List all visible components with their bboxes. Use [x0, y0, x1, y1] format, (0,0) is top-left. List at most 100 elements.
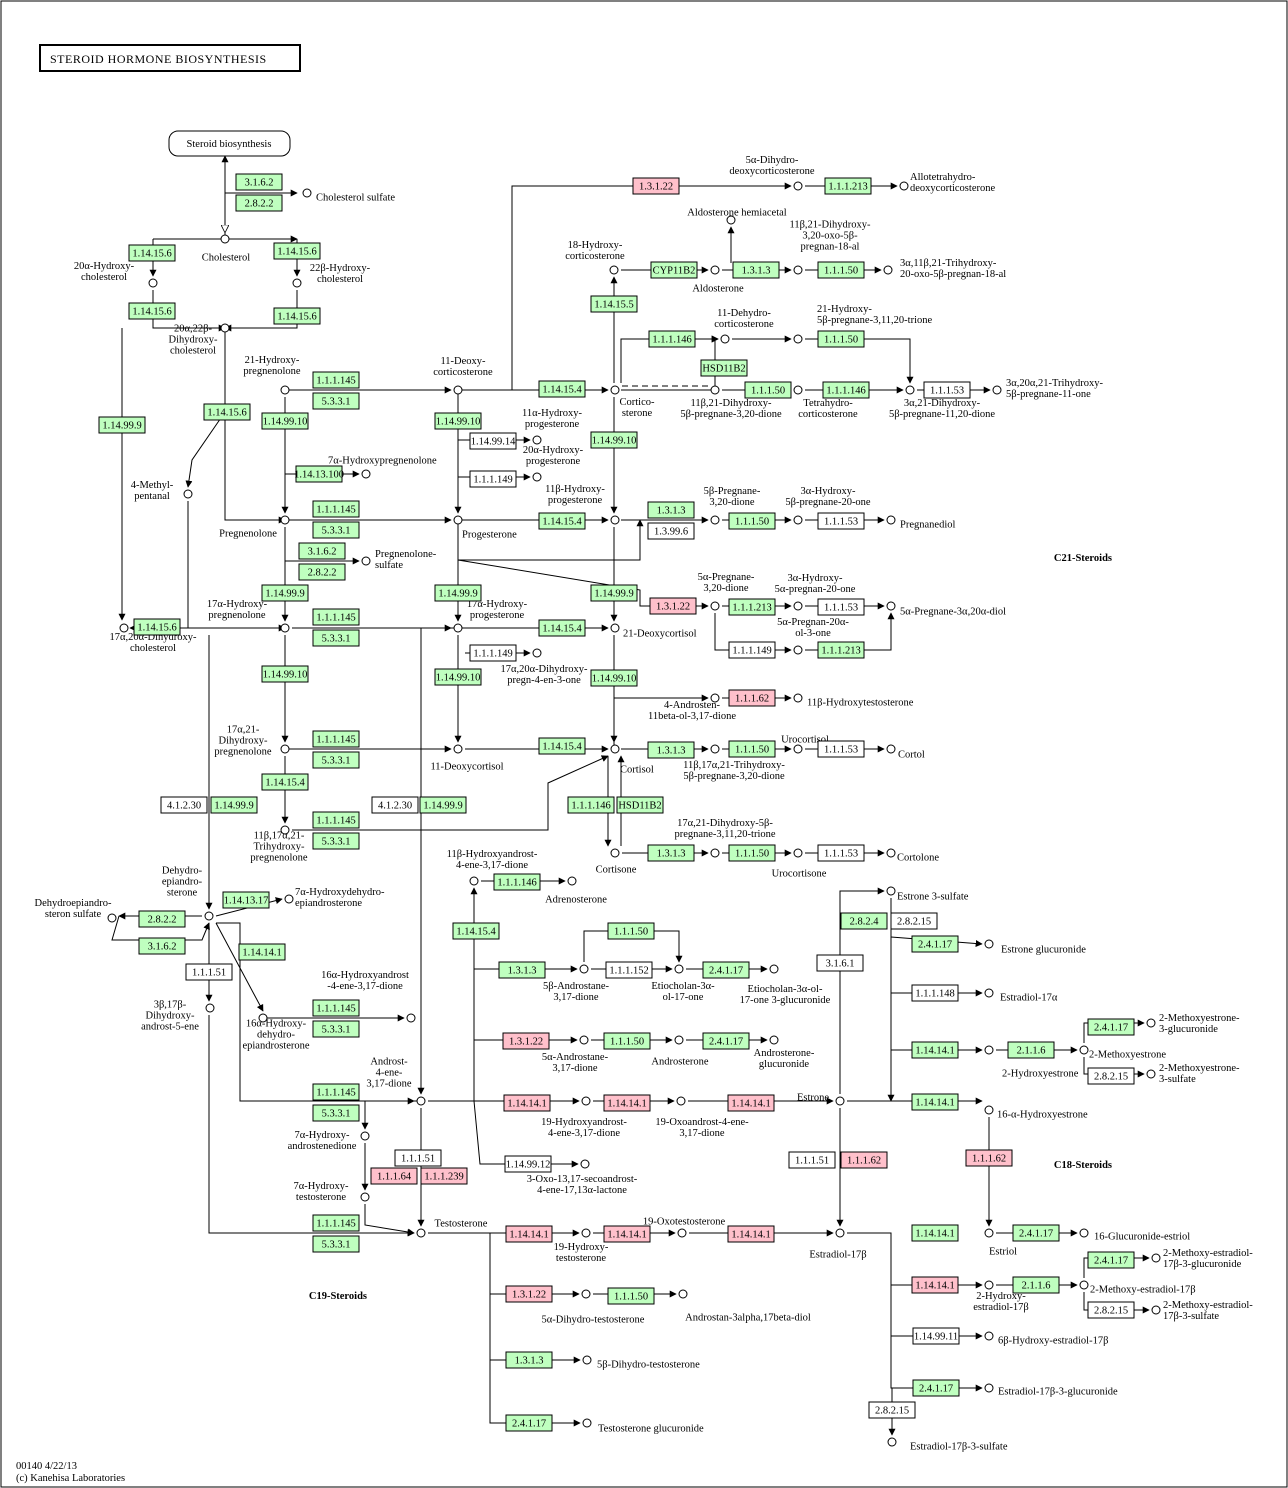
compound-3-hydroxy-5-pregnane-20-one[interactable]: 3α-Hydroxy-5β-pregnane-20-one [785, 486, 871, 525]
enzyme-box[interactable] [235, 194, 283, 212]
compound-16-glucuronide-estriol[interactable]: 16-Glucuronide-estriol [1079, 1228, 1190, 1243]
enzyme-box[interactable] [788, 1151, 836, 1169]
compound-node[interactable] [793, 744, 803, 754]
compound-etiocholan-3-ol-17-one-3-glucuronide[interactable]: Etiocholan-3α-ol-17-one 3-glucuronide [740, 964, 831, 1006]
enzyme-box[interactable] [312, 392, 360, 410]
enzyme-box[interactable] [273, 307, 321, 325]
compound-node[interactable] [710, 693, 720, 703]
enzyme-box[interactable] [912, 1379, 960, 1397]
enzyme-box[interactable] [505, 1225, 553, 1243]
compound-2-methoxy-estradiol-17-3-glucuronide[interactable]: 2-Methoxy-estradiol-17β-3-glucuronide [1151, 1248, 1253, 1270]
enzyme-2-8-2-15[interactable]: 2.8.2.15 [1087, 1067, 1135, 1085]
enzyme-box[interactable] [728, 512, 776, 530]
compound-node[interactable] [581, 1228, 591, 1238]
enzyme-1-14-14-1[interactable]: 1.14.14.1 [911, 1224, 959, 1242]
enzyme-box[interactable] [732, 261, 780, 279]
compound-node[interactable] [984, 1331, 994, 1341]
enzyme-1-1-1-64[interactable]: 1.1.1.64 [370, 1167, 418, 1185]
enzyme-box[interactable] [890, 912, 938, 930]
enzyme-box[interactable] [911, 1276, 959, 1294]
enzyme-box[interactable] [728, 844, 776, 862]
compound-node[interactable] [886, 515, 896, 525]
enzyme-1-14-15-4[interactable]: 1.14.15.4 [538, 512, 586, 530]
enzyme-2-4-1-17[interactable]: 2.4.1.17 [911, 935, 959, 953]
enzyme-1-14-99-11[interactable]: 1.14.99.11 [912, 1327, 960, 1345]
compound-node[interactable] [984, 939, 994, 949]
compound-20-hydroxy-progesterone[interactable]: 20α-Hydroxy-progesterone [523, 445, 584, 482]
enzyme-5-3-3-1[interactable]: 5.3.3.1 [312, 521, 360, 539]
compound-node[interactable] [676, 1096, 686, 1106]
enzyme-box[interactable] [312, 1235, 360, 1253]
enzyme-1-14-15-4[interactable]: 1.14.15.4 [538, 380, 586, 398]
enzyme-1-1-1-50[interactable]: 1.1.1.50 [728, 740, 776, 758]
compound-urocortisol[interactable]: Urocortisol [781, 735, 829, 754]
enzyme-1-1-1-50[interactable]: 1.1.1.50 [603, 1032, 651, 1050]
compound-node[interactable] [674, 964, 684, 974]
enzyme-box[interactable] [185, 963, 233, 981]
enzyme-box[interactable] [647, 741, 695, 759]
enzyme-box[interactable] [822, 381, 870, 399]
enzyme-2-8-2-4[interactable]: 2.8.2.4 [840, 912, 888, 930]
enzyme-1-1-1-62[interactable]: 1.1.1.62 [840, 1151, 888, 1169]
compound-testosterone-glucuronide[interactable]: Testosterone glucuronide [582, 1418, 704, 1435]
compound-4-methyl-pentanal[interactable]: 4-Methyl-pentanal [131, 480, 193, 502]
enzyme-1-1-1-53[interactable]: 1.1.1.53 [817, 740, 865, 758]
compound-node[interactable] [887, 1437, 897, 1447]
enzyme-box[interactable] [261, 773, 309, 791]
compound-18-hydroxy-corticosterone[interactable]: 18-Hydroxy-corticosterone [565, 240, 625, 275]
enzyme-hsd11b2[interactable]: HSD11B2 [616, 796, 664, 814]
compound-node[interactable] [992, 385, 1002, 395]
enzyme-box[interactable] [590, 431, 638, 449]
enzyme-box[interactable] [817, 740, 865, 758]
compound-node[interactable] [532, 472, 542, 482]
enzyme-1-1-1-145[interactable]: 1.1.1.145 [312, 811, 360, 829]
enzyme-box[interactable] [261, 665, 309, 683]
compound-16-hydroxy-dehydro-epiandrosterone[interactable]: 16α-Hydroxy-dehydro-epiandrosterone [242, 1013, 310, 1052]
enzyme-box[interactable] [261, 412, 309, 430]
enzyme-1-14-13-17[interactable]: 1.14.13.17 [222, 891, 270, 909]
enzyme-box[interactable] [649, 597, 697, 615]
enzyme-1-3-99-6[interactable]: 1.3.99.6 [647, 522, 695, 540]
compound-node[interactable] [284, 894, 294, 904]
enzyme-5-3-3-1[interactable]: 5.3.3.1 [312, 832, 360, 850]
enzyme-2-1-1-6[interactable]: 2.1.1.6 [1007, 1041, 1055, 1059]
enzyme-1-14-99-10[interactable]: 1.14.99.10 [590, 431, 638, 449]
compound-estradiol-17-3-sulfate[interactable]: Estradiol-17β-3-sulfate [887, 1437, 1008, 1453]
enzyme-box[interactable] [603, 1032, 651, 1050]
compound-17-20-dihydroxy-pregn-4-en-3-one[interactable]: 17α,20α-Dihydroxy-pregn-4-en-3-one [500, 648, 588, 686]
compound-node[interactable] [416, 1228, 426, 1238]
enzyme-box[interactable] [603, 1094, 651, 1112]
compound-11-21-dihydroxy-5-pregnane-3-20-dione[interactable]: 11β,21-Dihydroxy-5β-pregnane-3,20-dione [680, 385, 782, 420]
enzyme-2-4-1-17[interactable]: 2.4.1.17 [1087, 1018, 1135, 1036]
enzyme-box[interactable] [538, 737, 586, 755]
enzyme-1-1-1-53[interactable]: 1.1.1.53 [817, 598, 865, 616]
enzyme-box[interactable] [420, 1167, 468, 1185]
compound-3-17-dihydroxy-androst-5-ene[interactable]: 3β,17β-Dihydroxy-androst-5-ene [141, 1000, 215, 1033]
enzyme-1-14-15-5[interactable]: 1.14.15.5 [590, 295, 638, 313]
enzyme-1-14-15-6[interactable]: 1.14.15.6 [273, 242, 321, 260]
compound-22-hydroxy-cholesterol[interactable]: 22β-Hydroxy-cholesterol [292, 263, 371, 288]
compound-3-oxo-13-17-secoandrost-4-ene-17-13-lactone[interactable]: 3-Oxo-13,17-secoandrost-4-ene-17,13α-lac… [527, 1159, 638, 1196]
enzyme-box[interactable] [702, 1032, 750, 1050]
enzyme-2-8-2-2[interactable]: 2.8.2.2 [138, 910, 186, 928]
enzyme-1-1-1-145[interactable]: 1.1.1.145 [312, 730, 360, 748]
compound-node[interactable] [532, 435, 542, 445]
enzyme-box[interactable] [700, 359, 748, 377]
enzyme-1-1-1-152[interactable]: 1.1.1.152 [605, 961, 653, 979]
enzyme-box[interactable] [312, 751, 360, 769]
compound-androsterone-glucuronide[interactable]: Androsterone-glucuronide [754, 1035, 815, 1070]
compound-17-hydroxy-progesterone[interactable]: 17α-Hydroxy-progesterone [453, 599, 528, 633]
enzyme-1-3-1-3[interactable]: 1.3.1.3 [732, 261, 780, 279]
enzyme-1-1-1-145[interactable]: 1.1.1.145 [312, 999, 360, 1017]
enzyme-1-1-1-145[interactable]: 1.1.1.145 [312, 1214, 360, 1232]
enzyme-2-4-1-17[interactable]: 2.4.1.17 [1012, 1224, 1060, 1242]
enzyme-box[interactable] [607, 1287, 655, 1305]
compound-aldosterone[interactable]: Aldosterone [692, 265, 744, 295]
enzyme-1-14-14-1[interactable]: 1.14.14.1 [603, 1094, 651, 1112]
compound-19-hydroxy-testosterone[interactable]: 19-Hydroxy-testosterone [554, 1228, 609, 1264]
enzyme-box[interactable] [567, 796, 615, 814]
enzyme-5-3-3-1[interactable]: 5.3.3.1 [312, 1235, 360, 1253]
enzyme-hsd11b2[interactable]: HSD11B2 [700, 359, 748, 377]
enzyme-box[interactable] [238, 943, 286, 961]
compound-node[interactable] [1079, 1280, 1089, 1290]
